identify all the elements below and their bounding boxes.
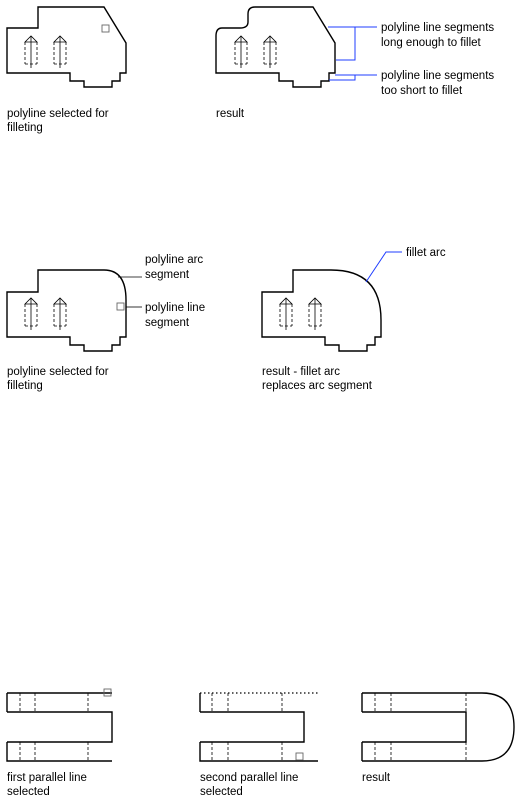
pick-box [103,688,112,697]
bolt-right [308,297,322,331]
s3-second-part [199,692,318,762]
bolt-right [53,297,67,331]
bolt-left [24,35,38,69]
polyline-outline [6,6,127,88]
s1-callout-short-label: polyline line segments too short to fill… [381,70,497,97]
fillet-arc-outline [261,269,382,352]
s2-right-part [261,251,402,352]
s2-label-fillet-arc: fillet arc [406,247,446,259]
s2-left-part [6,269,142,352]
s1-left-part [6,6,127,88]
s3-first-part [6,688,113,762]
polyline-arc-outline [6,269,127,352]
callout-short-leader [329,74,377,81]
pick-box [116,302,125,311]
s3-result-part [361,692,515,762]
bolt-left [234,35,248,69]
s1-caption-right: result [216,108,245,120]
s3-caption-second: second parallel line selected [200,772,302,798]
bolt-right [53,35,67,69]
s1-callout-long-label: polyline line segments long enough to fi… [381,22,497,49]
callout-long-leader [328,26,377,61]
bolt-right [263,35,277,69]
fillet-arc-leader [365,251,402,283]
s2-label-line: polyline line segment [145,302,208,329]
pick-box [101,24,110,33]
bolt-left [24,297,38,331]
s1-right-part [215,6,377,88]
s3-caption-result: result [362,772,391,784]
bolt-left [279,297,293,331]
s1-caption-left: polyline selected for filleting [7,108,112,134]
s2-caption-right: result - fillet arc replaces arc segment [262,366,373,392]
filleted-outline [215,6,336,88]
s2-label-arc: polyline arc segment [145,254,206,281]
pick-box [295,752,304,761]
s3-caption-first: first parallel line selected [7,772,90,798]
s2-caption-left: polyline selected for filleting [7,366,112,392]
